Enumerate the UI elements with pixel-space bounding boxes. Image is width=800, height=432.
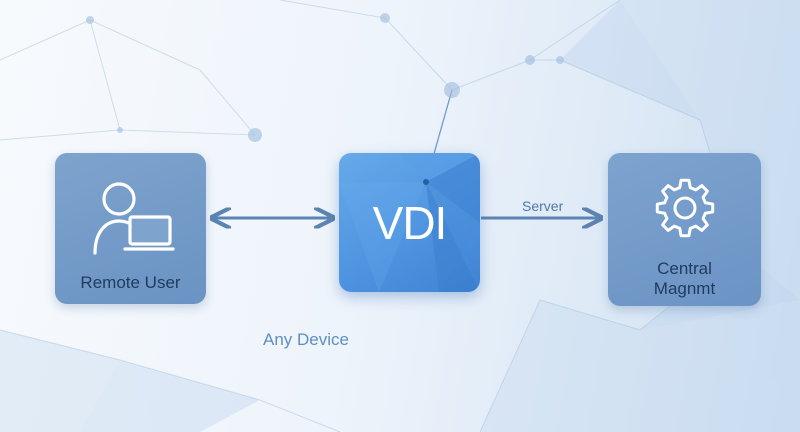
vdi-node: VDI [339, 153, 480, 292]
central-management-node: Central Magnmt [608, 153, 761, 306]
central-management-label: Central Magnmt [653, 259, 716, 298]
user-laptop-icon [93, 182, 175, 255]
server-edge-label: Server [522, 198, 564, 214]
gear-icon [655, 178, 715, 238]
vdi-label: VDI [372, 196, 448, 249]
remote-user-node: Remote User [55, 153, 206, 304]
vdi-facet-pattern [339, 153, 480, 292]
remote-user-label: Remote User [80, 273, 181, 292]
any-device-edge-label: Any Device [263, 330, 349, 349]
